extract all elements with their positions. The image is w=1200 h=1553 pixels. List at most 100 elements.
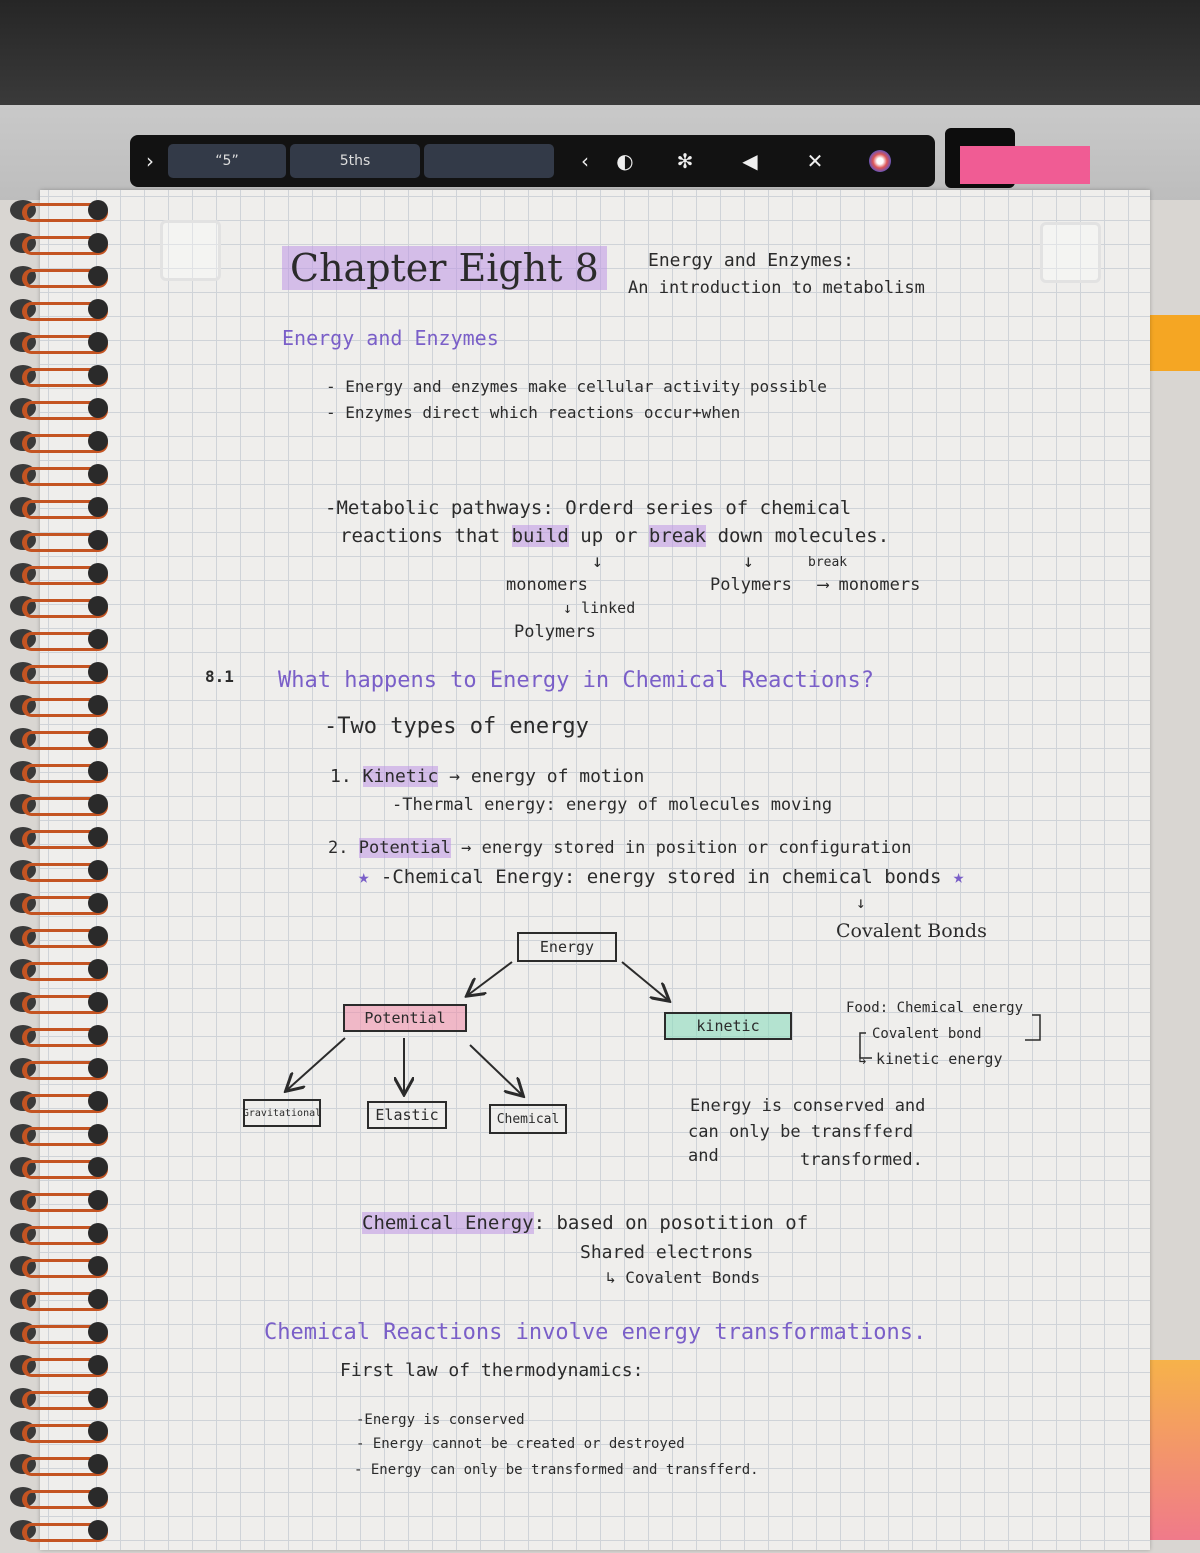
- metabolic-text-a: reactions that: [340, 525, 501, 547]
- spiral-hole: [88, 530, 108, 550]
- spiral-hole: [88, 266, 108, 286]
- diagram-elastic-box: Elastic: [367, 1101, 447, 1129]
- chapter-subtitle-1: Energy and Enzymes:: [648, 250, 854, 271]
- conserved-line-3: and: [688, 1146, 719, 1166]
- metabolic-text-b: up or: [580, 525, 638, 547]
- spiral-hole: [88, 596, 108, 616]
- down-arrow: ↓: [592, 551, 603, 572]
- siri-icon[interactable]: [865, 146, 895, 176]
- conserved-line-4: transformed.: [800, 1150, 923, 1170]
- polymers-right-label: Polymers: [710, 575, 792, 595]
- sun-icon[interactable]: ✻: [676, 149, 694, 173]
- spiral-hole: [88, 1190, 108, 1210]
- food-line-1: Food: Chemical energy: [846, 1000, 1024, 1016]
- two-types-label: -Two types of energy: [324, 714, 589, 739]
- spiral-hole: [88, 299, 108, 319]
- diagram-energy-box: Energy: [517, 932, 617, 962]
- spiral-hole: [88, 926, 108, 946]
- spiral-hole: [88, 1091, 108, 1111]
- spiral-hole: [88, 365, 108, 385]
- spiral-hole: [88, 1322, 108, 1342]
- law-line-1: -Energy is conserved: [356, 1412, 525, 1428]
- spiral-hole: [88, 332, 108, 352]
- mute-icon[interactable]: ✕: [806, 149, 824, 173]
- chevron-left-icon[interactable]: ‹: [581, 149, 589, 173]
- potential-line: 2. Potential → energy stored in position…: [328, 838, 911, 858]
- build-highlight: build: [511, 525, 569, 547]
- chevron-right-icon[interactable]: ›: [146, 149, 154, 173]
- volume-icon[interactable]: ◀: [742, 149, 758, 173]
- law-line-2: - Energy cannot be created or destroyed: [356, 1436, 685, 1452]
- conserved-line-1: Energy is conserved and: [690, 1096, 926, 1116]
- diagram-kinetic-box: kinetic: [664, 1012, 792, 1040]
- touch-bar[interactable]: › “5” 5ths ‹ ◐ ✻ ◀ ✕: [130, 135, 935, 187]
- star-icon: ★: [358, 866, 370, 888]
- food-line-3: ↳ kinetic energy: [858, 1050, 1003, 1068]
- spiral-hole: [88, 233, 108, 253]
- spiral-hole: [88, 1124, 108, 1144]
- potential-definition: → energy stored in position or configura…: [461, 838, 912, 858]
- metabolic-line-1: -Metabolic pathways: Orderd series of ch…: [325, 497, 852, 519]
- chemical-energy-line: ★ -Chemical Energy: energy stored in che…: [358, 866, 964, 888]
- spiral-hole: [88, 728, 108, 748]
- kinetic-highlight: Kinetic: [362, 766, 439, 787]
- spiral-hole: [88, 1355, 108, 1375]
- linked-label: ↓ linked: [563, 599, 636, 617]
- chapter-subtitle-2: An introduction to metabolism: [628, 278, 925, 298]
- monomers-label: monomers: [506, 575, 588, 595]
- brightness-icon[interactable]: ◐: [616, 149, 634, 173]
- spiral-hole: [88, 1289, 108, 1309]
- spiral-hole: [88, 662, 108, 682]
- break-label: break: [808, 555, 848, 570]
- spiral-hole: [88, 992, 108, 1012]
- polymers-label: Polymers: [514, 622, 596, 642]
- touchbar-suggestion-empty[interactable]: [424, 144, 554, 178]
- laptop: › “5” 5ths ‹ ◐ ✻ ◀ ✕: [0, 0, 1200, 200]
- monomers-right-label: ⟶ monomers: [818, 575, 921, 595]
- section-number: 8.1: [205, 667, 234, 686]
- spiral-hole: [88, 431, 108, 451]
- down-arrow: ↓: [743, 551, 754, 572]
- reactions-heading: Chemical Reactions involve energy transf…: [264, 1320, 927, 1345]
- potential-number: 2.: [328, 838, 349, 858]
- spiral-hole: [88, 563, 108, 583]
- diagram-chemical-box: Chemical: [489, 1104, 567, 1134]
- spiral-hole: [88, 1487, 108, 1507]
- chapter-title: Chapter Eight 8: [282, 246, 607, 290]
- conserved-line-2: can only be transfferd: [688, 1122, 914, 1142]
- spiral-binding: [0, 195, 120, 1545]
- notebook-page: [40, 190, 1150, 1550]
- diagram-potential-box: Potential: [343, 1004, 467, 1032]
- pink-sticky-tab: [960, 146, 1090, 184]
- potential-highlight: Potential: [358, 838, 451, 858]
- spiral-hole: [88, 761, 108, 781]
- spiral-hole: [88, 398, 108, 418]
- metabolic-line-2: reactions that build up or break down mo…: [340, 525, 889, 547]
- spiral-hole: [88, 1421, 108, 1441]
- spiral-hole: [88, 860, 108, 880]
- chemical-energy-def-3: ↳ Covalent Bonds: [606, 1268, 761, 1287]
- kinetic-line: 1. Kinetic → energy of motion: [330, 766, 644, 787]
- spiral-hole: [88, 497, 108, 517]
- touchbar-suggestion-quote[interactable]: “5”: [168, 144, 286, 178]
- bullet-2: - Enzymes direct which reactions occur+w…: [326, 403, 741, 422]
- touchbar-suggestion-5ths[interactable]: 5ths: [290, 144, 420, 178]
- spiral-hole: [88, 1388, 108, 1408]
- chemical-energy-text: -Chemical Energy: energy stored in chemi…: [380, 866, 942, 888]
- laptop-screen-bezel: [0, 0, 1200, 105]
- spiral-hole: [88, 1520, 108, 1540]
- spiral-hole: [88, 959, 108, 979]
- spiral-hole: [88, 1223, 108, 1243]
- spiral-hole: [88, 1454, 108, 1474]
- spiral-hole: [88, 1025, 108, 1045]
- stacked-sticky-tabs: [1150, 1360, 1200, 1540]
- chemical-energy-def-2: Shared electrons: [580, 1242, 754, 1263]
- spiral-hole: [88, 1157, 108, 1177]
- metabolic-text-c: down molecules.: [717, 525, 890, 547]
- page-corner-logo: [1040, 222, 1101, 283]
- spiral-hole: [88, 893, 108, 913]
- diagram-gravitational-box: Gravitational: [243, 1099, 321, 1127]
- question-heading: What happens to Energy in Chemical React…: [278, 668, 875, 693]
- kinetic-definition: → energy of motion: [449, 766, 645, 787]
- break-highlight: break: [648, 525, 707, 547]
